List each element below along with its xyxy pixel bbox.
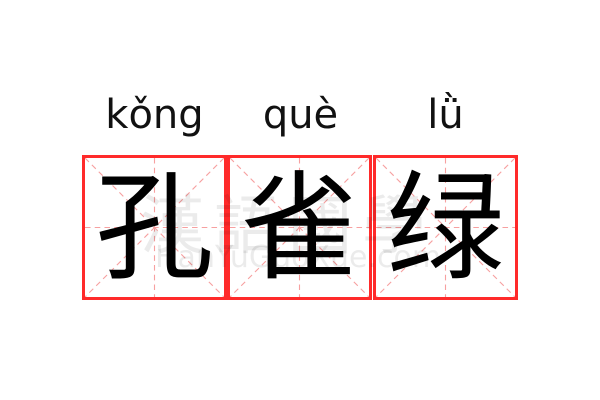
character-3: 绿: [386, 158, 505, 297]
character-box-3: 绿: [373, 155, 518, 300]
character-box-1: 孔: [82, 155, 227, 300]
character-grid: 孔 雀 绿: [82, 155, 518, 300]
pinyin-1: kǒng: [105, 92, 204, 138]
pinyin-3: lǜ: [427, 92, 464, 138]
guide-lines: [230, 158, 369, 297]
guide-lines: [376, 158, 515, 297]
character-2: 雀: [240, 158, 359, 297]
character-box-2: 雀: [227, 155, 372, 300]
pinyin-2: què: [262, 92, 339, 138]
character-1: 孔: [95, 158, 214, 297]
guide-lines: [85, 158, 224, 297]
